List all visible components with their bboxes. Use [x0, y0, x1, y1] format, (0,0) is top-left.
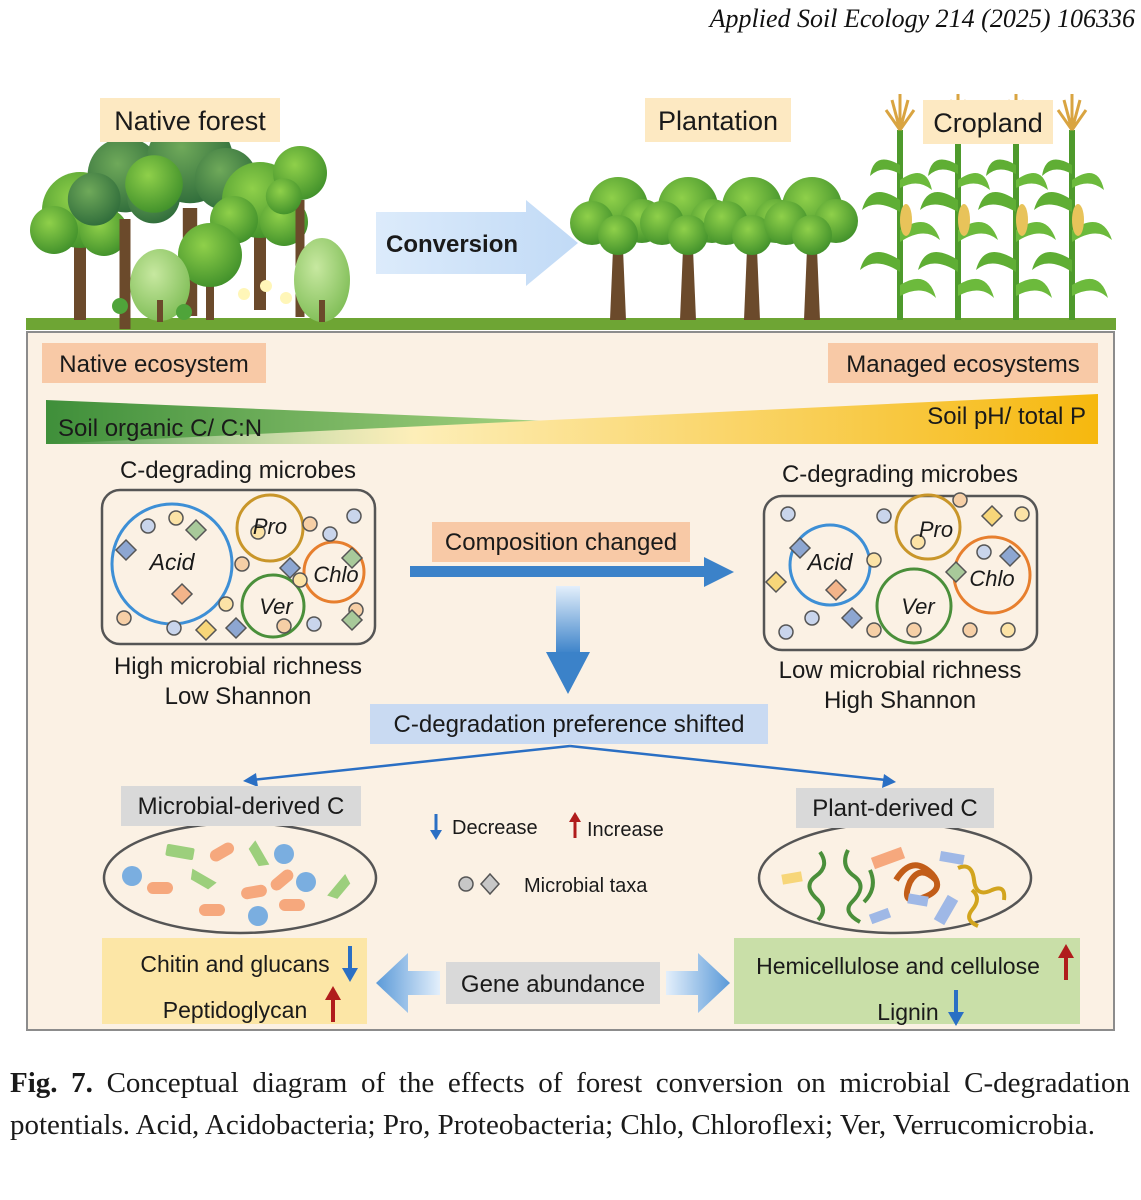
- native-forest-label: Native forest: [114, 106, 266, 136]
- microbial-gene-box: [102, 938, 367, 1024]
- gene-trend-arrows: [325, 944, 1074, 1026]
- pro-label-right: Pro: [919, 517, 953, 542]
- right-richness-label: Low microbial richness: [779, 657, 1022, 684]
- acid-label-right: Acid: [806, 549, 854, 575]
- pro-circle-right: [894, 493, 962, 561]
- ver-circle-left: [240, 573, 306, 639]
- composition-arrow: [410, 557, 734, 587]
- journal-reference: Applied Soil Ecology 214 (2025) 106336: [709, 4, 1135, 33]
- left-microbes-title: C-degrading microbes: [120, 457, 356, 484]
- plantation-label: Plantation: [658, 106, 778, 136]
- peptidoglycan-label: Peptidoglycan: [163, 997, 308, 1023]
- left-microbe-community: Acid Pro Chlo Ver: [100, 488, 377, 646]
- microbial-derived-c-label: Microbial-derived C: [138, 793, 345, 820]
- branch-arrows: [243, 744, 896, 788]
- taxa-diamond-icon: [479, 872, 501, 896]
- chlo-label-left: Chlo: [313, 562, 358, 587]
- gene-abundance-arrows: [376, 953, 730, 1013]
- soil-ph-label: Soil pH/ total P: [927, 403, 1086, 430]
- soil-organic-c-label: Soil organic C/ C:N: [58, 415, 262, 442]
- shift-down-arrow: [546, 586, 590, 694]
- soil-gradient-bar: [46, 394, 1098, 444]
- conversion-label: Conversion: [386, 231, 518, 258]
- plant-gene-box: [734, 938, 1080, 1024]
- conceptual-diagram: Acid Pro Chlo Ver: [26, 92, 1116, 1031]
- left-richness-label: High microbial richness: [114, 653, 362, 680]
- chitin-glucans-label: Chitin and glucans: [140, 951, 329, 977]
- pro-label-left: Pro: [253, 514, 287, 539]
- ver-label-left: Ver: [259, 594, 294, 619]
- managed-ecosystems-label: Managed ecosystems: [846, 351, 1079, 378]
- caption-text: Conceptual diagram of the effects of for…: [10, 1067, 1130, 1141]
- pro-circle-left: [235, 493, 305, 563]
- chlo-label-right: Chlo: [969, 566, 1014, 591]
- legend: [430, 812, 581, 896]
- left-shannon-label: Low Shannon: [165, 683, 312, 710]
- figure-caption: Fig. 7. Conceptual diagram of the effect…: [10, 1062, 1130, 1146]
- native-ecosystem-label: Native ecosystem: [59, 351, 248, 378]
- increase-legend-label: Increase: [587, 819, 664, 841]
- right-microbe-community: Acid Pro Chlo Ver: [762, 492, 1039, 652]
- plant-derived-c-label: Plant-derived C: [812, 795, 977, 822]
- figure-label: Fig. 7.: [10, 1067, 93, 1099]
- microbial-carbon-ellipse: [102, 821, 378, 935]
- plantation-illustration: [570, 177, 858, 320]
- microbial-taxa-legend-label: Microbial taxa: [524, 875, 648, 897]
- right-microbes-title: C-degrading microbes: [782, 461, 1018, 488]
- hemicellulose-cellulose-label: Hemicellulose and cellulose: [756, 953, 1040, 979]
- taxa-circle-icon: [458, 876, 474, 892]
- conversion-arrow: [376, 200, 578, 286]
- decrease-legend-label: Decrease: [452, 817, 538, 839]
- cropland-label: Cropland: [933, 108, 1043, 138]
- lignin-label: Lignin: [877, 999, 938, 1025]
- gene-abundance-label: Gene abundance: [461, 971, 645, 998]
- ver-label-right: Ver: [901, 594, 936, 619]
- acid-label-left: Acid: [148, 549, 196, 575]
- chlo-circle-left: [302, 540, 366, 604]
- preference-shifted-label: C-degradation preference shifted: [394, 711, 745, 738]
- composition-changed-label: Composition changed: [445, 529, 677, 556]
- right-shannon-label: High Shannon: [824, 687, 976, 714]
- ver-circle-right: [875, 567, 953, 645]
- plant-carbon-ellipse: [757, 821, 1033, 935]
